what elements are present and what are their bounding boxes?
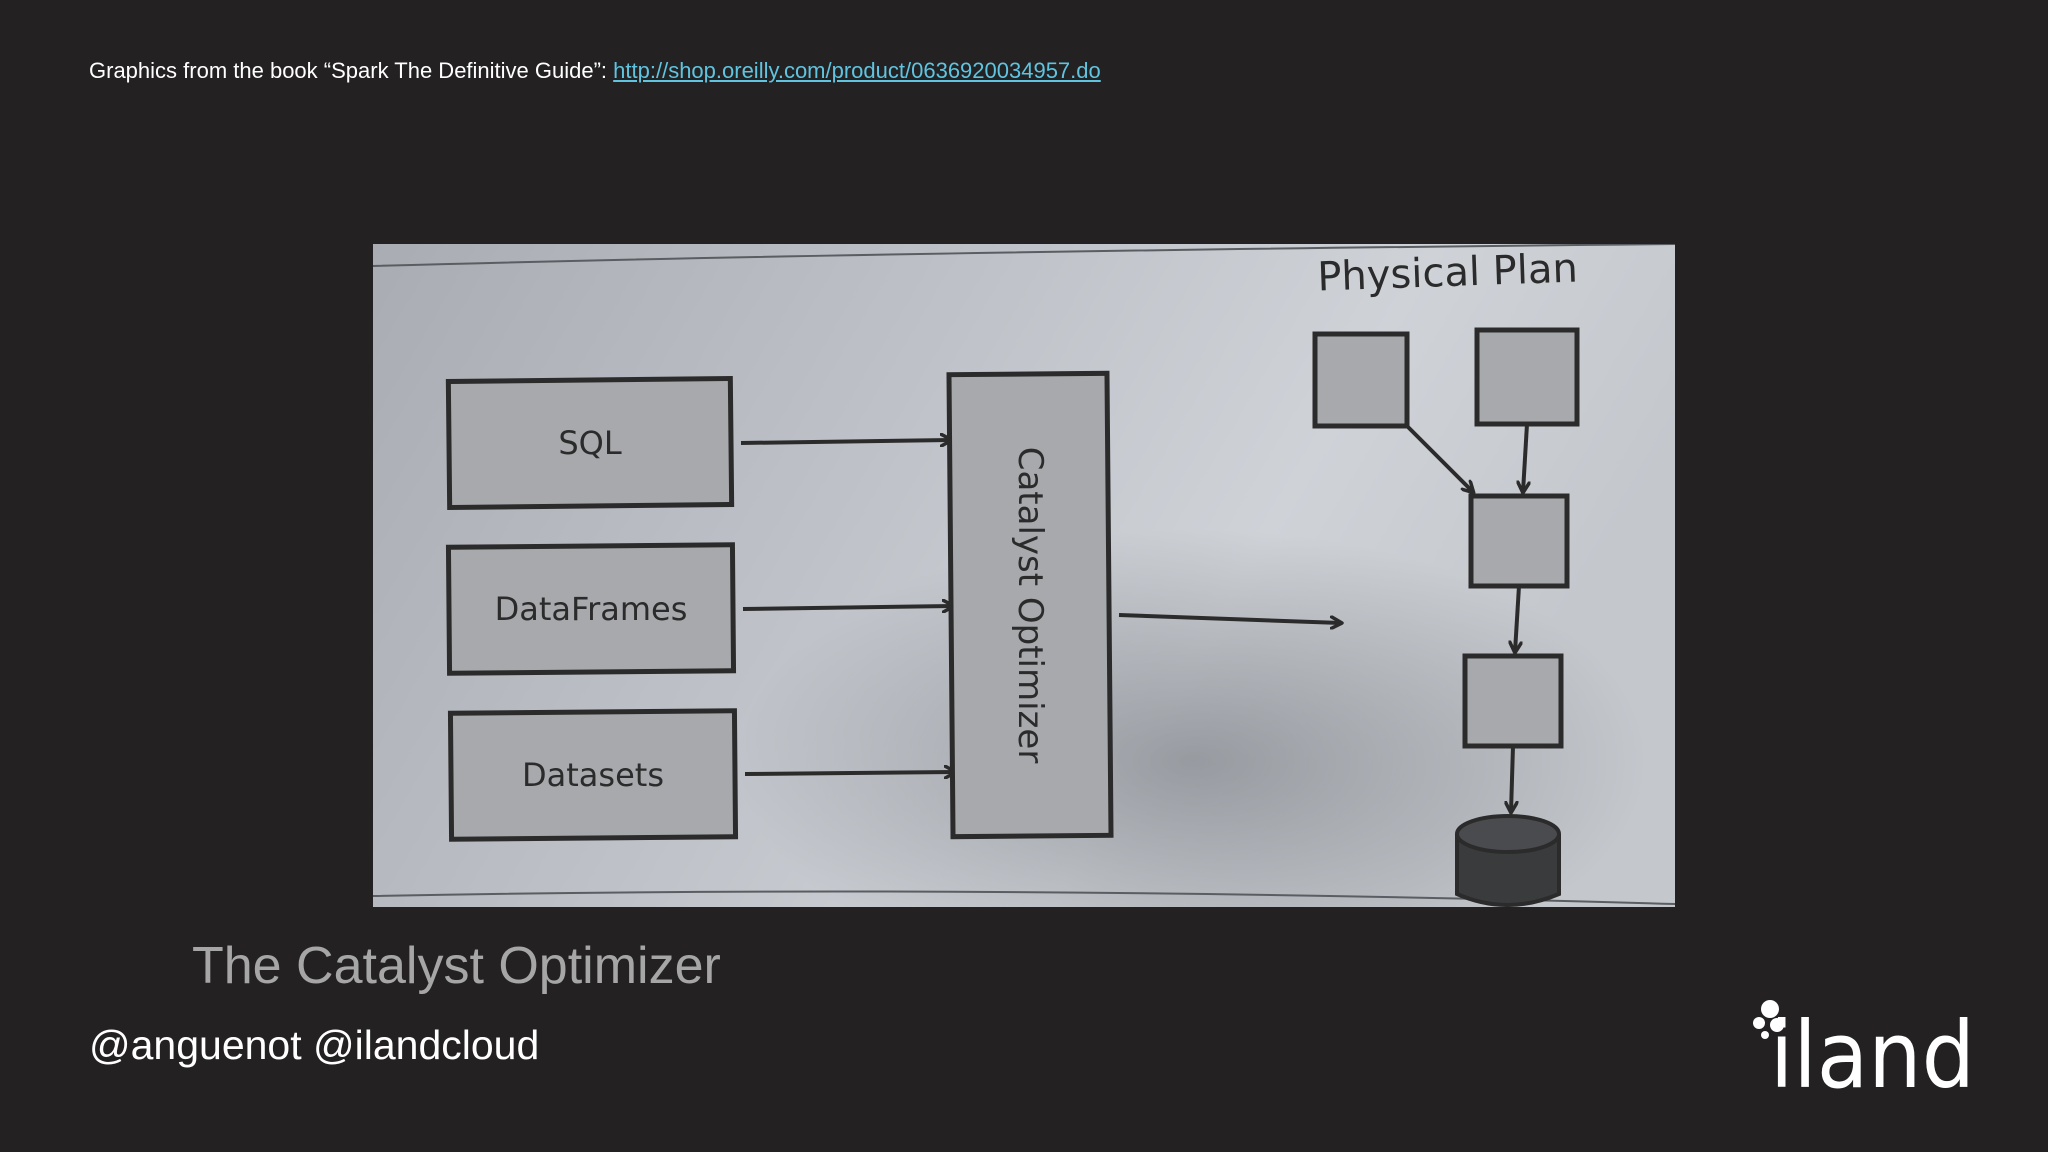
diagram-svg: SQL DataFrames Datasets Catalyst Optimiz… [373,244,1675,907]
input-box-datasets: Datasets [447,708,739,842]
physical-plan-title: Physical Plan [1317,245,1579,300]
source-caption: Graphics from the book “Spark The Defini… [89,58,1101,84]
book-link[interactable]: http://shop.oreilly.com/product/06369200… [613,58,1101,83]
iland-logo: iland [1753,1000,1975,1095]
plan-edge-1-3 [1405,424,1473,492]
plan-node-4 [1462,653,1564,749]
physical-plan-graph [1312,327,1580,907]
input-box-dataframes: DataFrames [445,542,737,676]
arrow-dataframes-to-optimizer [742,606,953,609]
logo-wordmark: iland [1770,1002,1975,1095]
catalyst-optimizer-label: Catalyst Optimizer [1010,447,1050,764]
input-box-sql: SQL [445,376,735,510]
plan-edge-2-3 [1523,423,1527,492]
logo-bubbles-icon [1753,1000,1784,1039]
caption-prefix: Graphics from the book “Spark The Defini… [89,58,614,83]
slide-title: The Catalyst Optimizer [192,937,721,995]
input-label-datasets: Datasets [522,756,664,794]
plan-node-2 [1474,327,1580,427]
catalyst-diagram-photo: SQL DataFrames Datasets Catalyst Optimiz… [373,244,1675,907]
input-label-dataframes: DataFrames [495,590,688,628]
arrow-datasets-to-optimizer [744,772,955,774]
catalyst-optimizer-box: Catalyst Optimizer [946,370,1114,840]
plan-node-3 [1468,493,1570,589]
arrow-optimizer-to-plan [1118,613,1341,623]
plan-node-1 [1312,331,1410,429]
page-top-rule [373,244,1675,267]
plan-edge-3-4 [1515,585,1519,652]
arrow-sql-to-optimizer [740,440,951,443]
plan-edge-4-db [1511,745,1513,812]
database-cylinder-icon [1455,814,1561,907]
input-label-sql: SQL [558,424,622,462]
twitter-handles: @anguenot @ilandcloud [89,1022,540,1068]
